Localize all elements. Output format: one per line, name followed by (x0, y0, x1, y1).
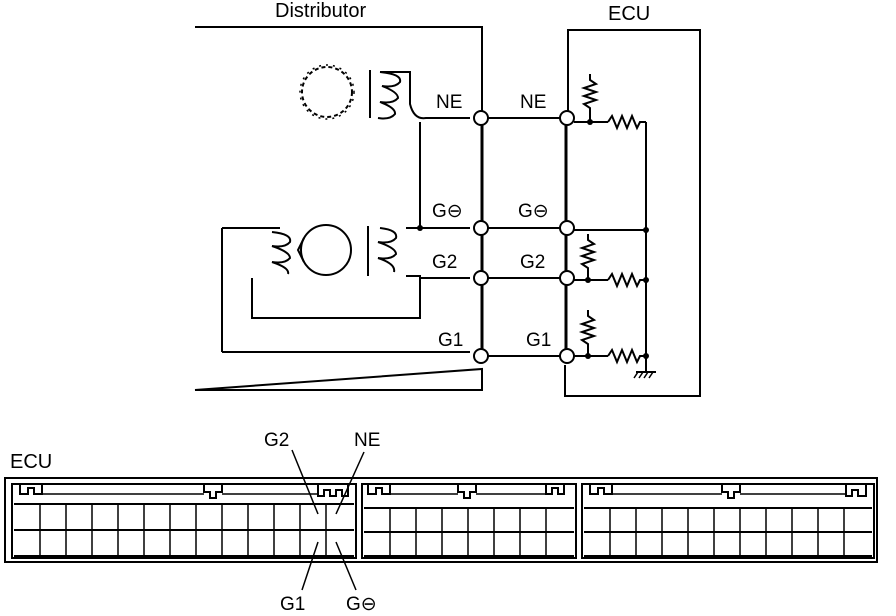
dist-terminal-gminus (473, 220, 489, 236)
ecu-title: ECU (608, 3, 650, 25)
connector-block-2 (361, 483, 577, 559)
ground-icon (633, 360, 656, 379)
ecu-internal-circuit (574, 74, 649, 365)
junction-dot (417, 225, 423, 231)
g2-pickup-coil-icon (221, 227, 421, 352)
callout-line-gminus (335, 541, 357, 591)
g-reluctor-icon (296, 224, 352, 276)
ecu-label-g1: G1 (526, 330, 551, 351)
ecu-label-gminus: G⊖ (518, 201, 549, 222)
ecu-terminal-g2 (559, 270, 575, 286)
connector-block-3 (581, 483, 875, 559)
ne-pickup-coil-icon (369, 70, 470, 120)
ecu-label-g2: G2 (520, 252, 545, 273)
ecu-label-ne: NE (520, 92, 546, 113)
callout-gminus: G⊖ (346, 594, 377, 615)
callout-ne: NE (354, 430, 380, 451)
distributor-box (194, 26, 483, 391)
dist-terminal-g2 (473, 270, 489, 286)
ne-reluctor-icon (299, 64, 355, 120)
dist-label-g2: G2 (432, 252, 457, 273)
callout-line-g1 (301, 541, 319, 591)
dist-terminal-ne (473, 110, 489, 126)
ecu-terminal-g1 (559, 348, 575, 364)
distributor-title: Distributor (275, 0, 366, 22)
connector-title: ECU (10, 451, 52, 473)
dist-label-ne: NE (436, 92, 462, 113)
callout-line-ne (335, 451, 365, 515)
callout-g1: G1 (280, 594, 305, 615)
dist-terminal-g1 (473, 348, 489, 364)
ecu-box (564, 29, 701, 397)
callout-line-g2 (291, 449, 319, 515)
dist-label-g1: G1 (438, 330, 463, 351)
connector-block-1 (11, 483, 357, 559)
connector-housing (4, 477, 878, 563)
dist-label-gminus: G⊖ (432, 201, 463, 222)
g1-pickup-coil-icon (367, 226, 398, 276)
ecu-terminal-gminus (559, 220, 575, 236)
dist-wire-g2 (406, 275, 470, 279)
callout-g2: G2 (264, 430, 289, 451)
ecu-terminal-ne (559, 110, 575, 126)
